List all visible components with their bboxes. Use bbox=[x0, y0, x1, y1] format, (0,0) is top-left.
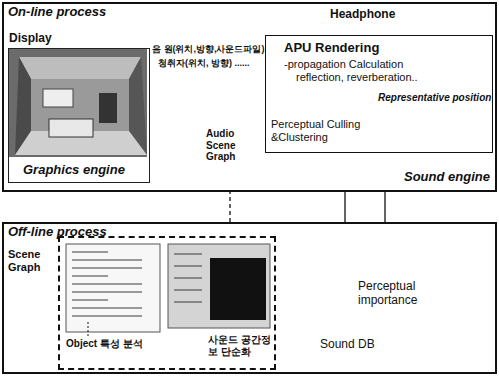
screenshot-text-line bbox=[72, 315, 142, 317]
object-pointer bbox=[88, 320, 89, 336]
audio-scene-label: Audio Scene Graph bbox=[206, 128, 250, 163]
scene-graph-label: Scene Graph bbox=[8, 248, 50, 273]
importance-label: Perceptual importance bbox=[358, 280, 440, 308]
screenshot-text-line bbox=[72, 291, 142, 293]
screenshot-text-line bbox=[72, 299, 108, 301]
screenshot-text-line bbox=[174, 277, 202, 279]
graphics-engine-view: DisplayGraphics engine bbox=[8, 48, 150, 183]
listener-label: 청취자(위치, 방향) ...... bbox=[158, 58, 250, 68]
screenshot-text-line bbox=[72, 275, 108, 277]
offline-analysis-box: Object 특성 분석 사운드 공간정보 단순화 bbox=[58, 236, 276, 370]
source-label: 음 원(위치,방향,사운드파일) bbox=[152, 44, 265, 54]
headphone-label: Headphone bbox=[330, 8, 395, 22]
room-backdrop bbox=[9, 49, 147, 157]
space-screenshot bbox=[168, 244, 270, 328]
screenshot-text-line bbox=[72, 267, 142, 269]
apu-title: APU Rendering bbox=[284, 41, 379, 56]
sound-db-label: Sound DB bbox=[320, 338, 375, 352]
engine-title: Graphics engine bbox=[23, 163, 125, 178]
offline-band: Off-line processObject 특성 분석사운드 공간정보 단순화 bbox=[2, 222, 497, 374]
screenshot-text-line bbox=[72, 283, 142, 285]
room-ceiling bbox=[19, 57, 141, 79]
screenshot-text-line bbox=[174, 253, 202, 255]
room-illustration bbox=[9, 49, 147, 157]
object-screenshot bbox=[66, 244, 160, 332]
apu-detail: -propagation Calculation reflection, rev… bbox=[284, 58, 446, 83]
band-title: On-line process bbox=[8, 5, 106, 20]
room-window bbox=[43, 89, 73, 107]
object-analysis: Object 특성 분석 bbox=[66, 338, 143, 350]
space-simplification: 사운드 공간정보 단순화 bbox=[208, 334, 272, 357]
room-table bbox=[49, 119, 93, 137]
representative-position: Representative position bbox=[378, 92, 491, 104]
screenshot-text-line bbox=[174, 265, 202, 267]
room-cabinet bbox=[99, 93, 117, 123]
screenshot-text-line bbox=[174, 289, 202, 291]
culling-text: Perceptual Culling &Clustering bbox=[271, 118, 383, 143]
space-view bbox=[210, 258, 266, 320]
screenshot-text-line bbox=[174, 301, 202, 303]
screenshot-text-line bbox=[72, 251, 108, 253]
screenshot-text-line bbox=[72, 307, 142, 309]
screenshot-text-line bbox=[72, 259, 142, 261]
display-title: Display bbox=[9, 32, 52, 46]
sound-engine-label: Sound engine bbox=[404, 170, 490, 185]
online-band: On-line processDisplayGraphics engineAPU… bbox=[2, 2, 497, 192]
sound-engine-box: APU Rendering -propagation Calculation re… bbox=[265, 35, 493, 153]
